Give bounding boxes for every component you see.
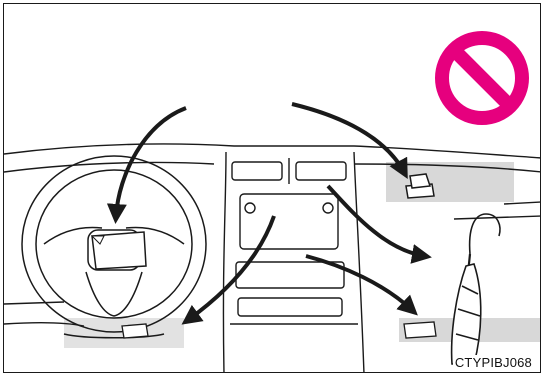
small-item-icon <box>122 324 148 338</box>
display-screen <box>240 194 338 249</box>
figure-code: CTYPIBJ068 <box>453 355 534 370</box>
paper-icon <box>92 232 146 269</box>
center-console <box>223 152 364 373</box>
glovebox-item-icon <box>404 322 436 338</box>
vent-right <box>296 162 346 180</box>
prohibition-icon <box>442 38 522 118</box>
illustration-frame: CTYPIBJ068 <box>3 3 541 373</box>
arrow-icon <box>188 216 274 320</box>
dashboard-illustration <box>4 4 541 373</box>
vent-left <box>232 162 282 180</box>
